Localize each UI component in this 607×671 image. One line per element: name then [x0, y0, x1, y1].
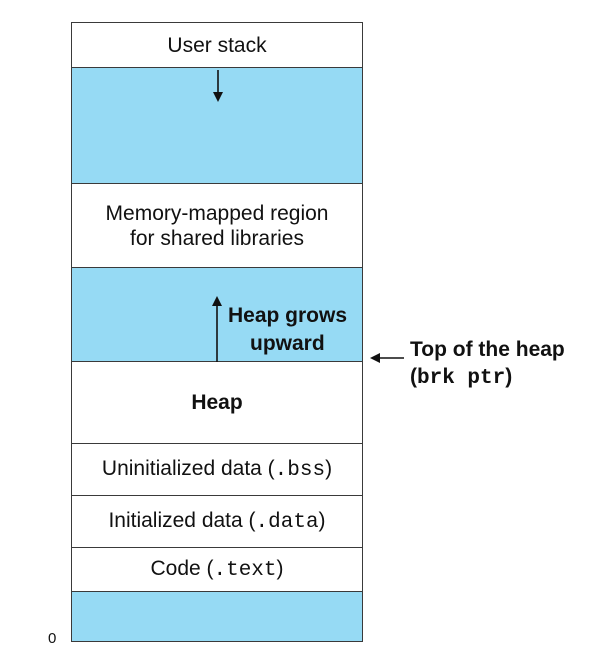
segment-memory-mapped: Memory-mapped region for shared librarie…	[72, 184, 362, 268]
bss-label-post: )	[325, 457, 333, 480]
mmap-label-line2: for shared libraries	[130, 226, 304, 250]
memory-layout: User stack Memory-mapped region for shar…	[71, 22, 363, 642]
top-of-heap-line2: (brk ptr)	[410, 363, 565, 392]
bss-code: .bss	[274, 459, 326, 482]
data-label: Initialized data (.data)	[108, 508, 325, 535]
segment-heap-growth: Heap grows upward	[72, 268, 362, 362]
text-label-post: )	[276, 557, 284, 580]
segment-gap-bottom	[72, 592, 362, 641]
segment-data: Initialized data (.data)	[72, 496, 362, 548]
segment-user-stack: User stack	[72, 23, 362, 68]
heap-grows-label: Heap grows upward	[228, 302, 347, 358]
segment-text: Code (.text)	[72, 548, 362, 592]
segment-gap-top	[72, 68, 362, 184]
text-label: Code (.text)	[150, 556, 283, 583]
segment-bss: Uninitialized data (.bss)	[72, 444, 362, 496]
brk-ptr-code: brk ptr	[417, 367, 506, 390]
stack-down-arrow-icon	[213, 70, 223, 102]
text-label-pre: Code (	[150, 557, 214, 580]
brk-pointer-arrow-icon	[370, 353, 404, 363]
heap-grows-line2: upward	[250, 332, 325, 355]
data-label-pre: Initialized data (	[108, 509, 256, 532]
data-code: .data	[255, 511, 319, 534]
text-code: .text	[213, 559, 277, 582]
heap-label: Heap	[191, 391, 243, 414]
top-of-heap-label: Top of the heap (brk ptr)	[410, 336, 565, 392]
top-of-heap-line1: Top of the heap	[410, 338, 565, 361]
user-stack-label: User stack	[167, 33, 267, 57]
heap-grows-line1: Heap grows	[228, 304, 348, 327]
brk-paren-close: )	[505, 365, 513, 388]
brk-paren-open: (	[410, 365, 417, 388]
address-zero-label: 0	[48, 630, 57, 647]
bss-label: Uninitialized data (.bss)	[102, 456, 332, 483]
data-label-post: )	[318, 509, 326, 532]
bss-label-pre: Uninitialized data (	[101, 457, 275, 480]
heap-up-arrow-icon	[212, 296, 222, 362]
segment-heap: Heap	[72, 362, 362, 444]
mmap-label-line1: Memory-mapped region	[105, 201, 329, 225]
